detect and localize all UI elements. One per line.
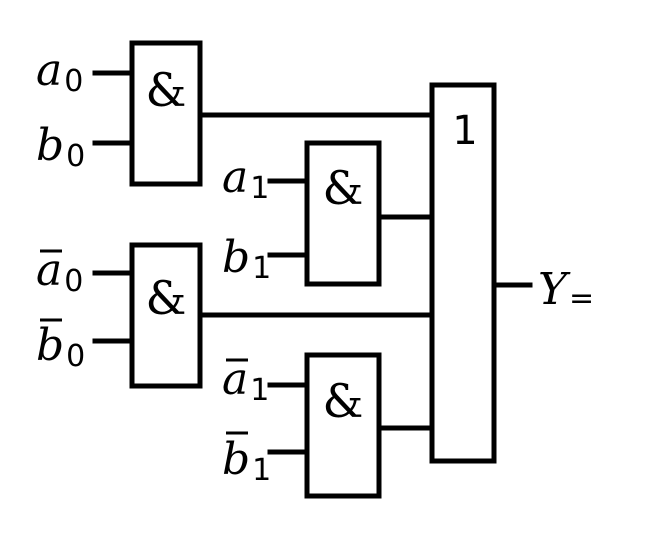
input-label-not-a1: a1 bbox=[222, 354, 269, 408]
and-gate-3-body bbox=[129, 242, 203, 389]
and-gate-1: & bbox=[129, 40, 203, 187]
input-label-a0: a0 bbox=[36, 45, 83, 99]
input-label-a0-index: 0 bbox=[64, 64, 83, 99]
input-label-a1: a1 bbox=[222, 152, 269, 206]
and-gate-2: & bbox=[304, 140, 382, 287]
or-gate-body bbox=[429, 82, 497, 464]
input-label-a1-letter: a bbox=[222, 152, 248, 203]
input-label-b1-letter: b bbox=[222, 232, 250, 283]
input-label-not-b0-index: 0 bbox=[66, 339, 85, 374]
input-label-b0-letter: b bbox=[36, 120, 64, 171]
and-gate-2-symbol: & bbox=[323, 161, 364, 215]
and-gate-4-symbol: & bbox=[323, 374, 364, 428]
wires bbox=[92, 70, 533, 455]
input-label-not-b1: b1 bbox=[222, 434, 271, 488]
input-label-not-a1-index: 1 bbox=[250, 373, 269, 408]
input-label-not-a0-letter: a bbox=[36, 245, 62, 296]
input-label-not-a1-letter: a bbox=[222, 354, 248, 405]
input-label-b1-index: 1 bbox=[252, 251, 271, 286]
input-label-b0: b0 bbox=[36, 120, 85, 174]
and-gate-1-symbol: & bbox=[146, 63, 187, 117]
input-label-a1-index: 1 bbox=[250, 171, 269, 206]
or-gate: 1 bbox=[429, 82, 497, 464]
and-gate-4: & bbox=[304, 352, 382, 499]
output-label: Y= bbox=[538, 264, 594, 316]
input-label-a0-letter: a bbox=[36, 45, 62, 96]
output-label-subscript: = bbox=[569, 281, 594, 316]
input-label-b0-index: 0 bbox=[66, 139, 85, 174]
input-label-not-b0-letter: b bbox=[36, 320, 64, 371]
and-gate-1-body bbox=[129, 40, 203, 187]
input-label-not-b1-letter: b bbox=[222, 434, 250, 485]
and-gate-2-body bbox=[304, 140, 382, 287]
and-gate-3: & bbox=[129, 242, 203, 389]
input-label-not-a0-index: 0 bbox=[64, 264, 83, 299]
input-label-not-a0: a0 bbox=[36, 245, 83, 299]
input-label-not-b1-index: 1 bbox=[252, 453, 271, 488]
input-labels: a0 b0 a1 b1 a0 b0 a1 b1 bbox=[36, 45, 271, 488]
input-label-b1: b1 bbox=[222, 232, 271, 286]
or-gate-symbol: 1 bbox=[452, 108, 477, 154]
and-gate-3-symbol: & bbox=[146, 271, 187, 325]
output-label-letter: Y bbox=[538, 264, 571, 315]
and-gate-4-body bbox=[304, 352, 382, 499]
input-label-not-b0: b0 bbox=[36, 320, 85, 374]
